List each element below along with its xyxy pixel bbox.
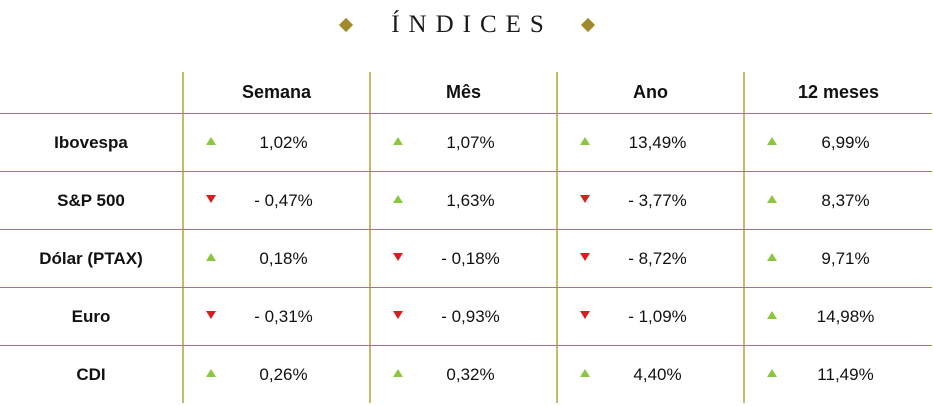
diamond-icon	[339, 17, 354, 33]
value-cell: 6,99%	[743, 114, 932, 171]
title-bar: ÍNDICES	[0, 8, 934, 42]
row-label-cell: CDI	[0, 346, 182, 403]
cell-value: 14,98%	[816, 306, 875, 326]
row-label: CDI	[76, 364, 106, 384]
row-label-cell: Euro	[0, 288, 182, 345]
table-row: CDI 0,26% 0,32% 4,40% 11,49%	[0, 345, 932, 403]
cell-value: - 0,31%	[254, 306, 313, 326]
arrow-up-icon	[767, 194, 777, 203]
indices-table: Semana Mês Ano 12 meses Ibovespa 1,02% 1,0…	[0, 72, 932, 403]
cell-value: 13,49%	[628, 132, 687, 152]
cell-value: 1,63%	[446, 190, 495, 210]
arrow-up-icon	[393, 368, 403, 377]
cell-value: - 0,93%	[441, 306, 500, 326]
table-row: Ibovespa 1,02% 1,07% 13,49% 6,99%	[0, 113, 932, 171]
cell-value: - 0,47%	[254, 190, 313, 210]
value-cell: 4,40%	[556, 346, 743, 403]
value-cell: 8,37%	[743, 172, 932, 229]
row-label: Euro	[71, 306, 111, 326]
header-empty-cell	[0, 72, 182, 113]
value-cell: 1,02%	[182, 114, 369, 171]
value-cell: 9,71%	[743, 230, 932, 287]
value-cell: - 0,47%	[182, 172, 369, 229]
cell-value: 0,26%	[259, 364, 308, 384]
value-cell: 1,07%	[369, 114, 556, 171]
value-cell: - 0,31%	[182, 288, 369, 345]
column-header-semana: Semana	[182, 72, 369, 113]
value-cell: 14,98%	[743, 288, 932, 345]
cell-value: - 8,72%	[628, 248, 687, 268]
cell-value: - 3,77%	[628, 190, 687, 210]
table-header-row: Semana Mês Ano 12 meses	[0, 72, 932, 113]
arrow-down-icon	[393, 252, 403, 261]
column-header-mes: Mês	[369, 72, 556, 113]
value-cell: 13,49%	[556, 114, 743, 171]
cell-value: 0,32%	[446, 364, 495, 384]
cell-value: 4,40%	[633, 364, 682, 384]
value-cell: - 3,77%	[556, 172, 743, 229]
row-label-cell: Dólar (PTAX)	[0, 230, 182, 287]
value-cell: 0,18%	[182, 230, 369, 287]
arrow-up-icon	[767, 368, 777, 377]
row-label: Dólar (PTAX)	[39, 248, 143, 268]
row-label-cell: S&P 500	[0, 172, 182, 229]
value-cell: - 0,93%	[369, 288, 556, 345]
arrow-up-icon	[580, 136, 590, 145]
column-header-label: Ano	[633, 82, 668, 102]
row-label-cell: Ibovespa	[0, 114, 182, 171]
value-cell: 0,26%	[182, 346, 369, 403]
row-label: Ibovespa	[54, 132, 128, 152]
value-cell: - 0,18%	[369, 230, 556, 287]
column-header-label: Mês	[445, 82, 481, 102]
cell-value: 9,71%	[821, 248, 870, 268]
value-cell: 1,63%	[369, 172, 556, 229]
value-cell: - 1,09%	[556, 288, 743, 345]
cell-value: 0,18%	[259, 248, 308, 268]
cell-value: - 0,18%	[441, 248, 500, 268]
column-header-label: 12 meses	[797, 82, 880, 102]
table-row: Dólar (PTAX) 0,18% - 0,18% - 8,72% 9,71%	[0, 229, 932, 287]
diamond-icon	[580, 17, 595, 33]
arrow-down-icon	[206, 310, 216, 319]
column-header-label: Semana	[241, 82, 312, 102]
cell-value: - 1,09%	[628, 306, 687, 326]
arrow-up-icon	[206, 136, 216, 145]
arrow-down-icon	[206, 194, 216, 203]
table-row: Euro - 0,31% - 0,93% - 1,09% 14,98%	[0, 287, 932, 345]
arrow-up-icon	[767, 310, 777, 319]
arrow-up-icon	[206, 252, 216, 261]
value-cell: 0,32%	[369, 346, 556, 403]
arrow-down-icon	[580, 252, 590, 261]
cell-value: 8,37%	[821, 190, 870, 210]
page-title: ÍNDICES	[391, 11, 553, 38]
cell-value: 1,02%	[259, 132, 308, 152]
arrow-down-icon	[580, 194, 590, 203]
arrow-up-icon	[580, 368, 590, 377]
row-label: S&P 500	[57, 190, 125, 210]
column-header-ano: Ano	[556, 72, 743, 113]
arrow-up-icon	[393, 194, 403, 203]
arrow-up-icon	[767, 136, 777, 145]
arrow-down-icon	[393, 310, 403, 319]
value-cell: 11,49%	[743, 346, 932, 403]
table-row: S&P 500 - 0,47% 1,63% - 3,77% 8,37%	[0, 171, 932, 229]
arrow-up-icon	[393, 136, 403, 145]
cell-value: 6,99%	[821, 132, 870, 152]
value-cell: - 8,72%	[556, 230, 743, 287]
cell-value: 1,07%	[446, 132, 495, 152]
arrow-up-icon	[206, 368, 216, 377]
column-header-12-meses: 12 meses	[743, 72, 932, 113]
cell-value: 11,49%	[817, 364, 874, 384]
arrow-up-icon	[767, 252, 777, 261]
arrow-down-icon	[580, 310, 590, 319]
